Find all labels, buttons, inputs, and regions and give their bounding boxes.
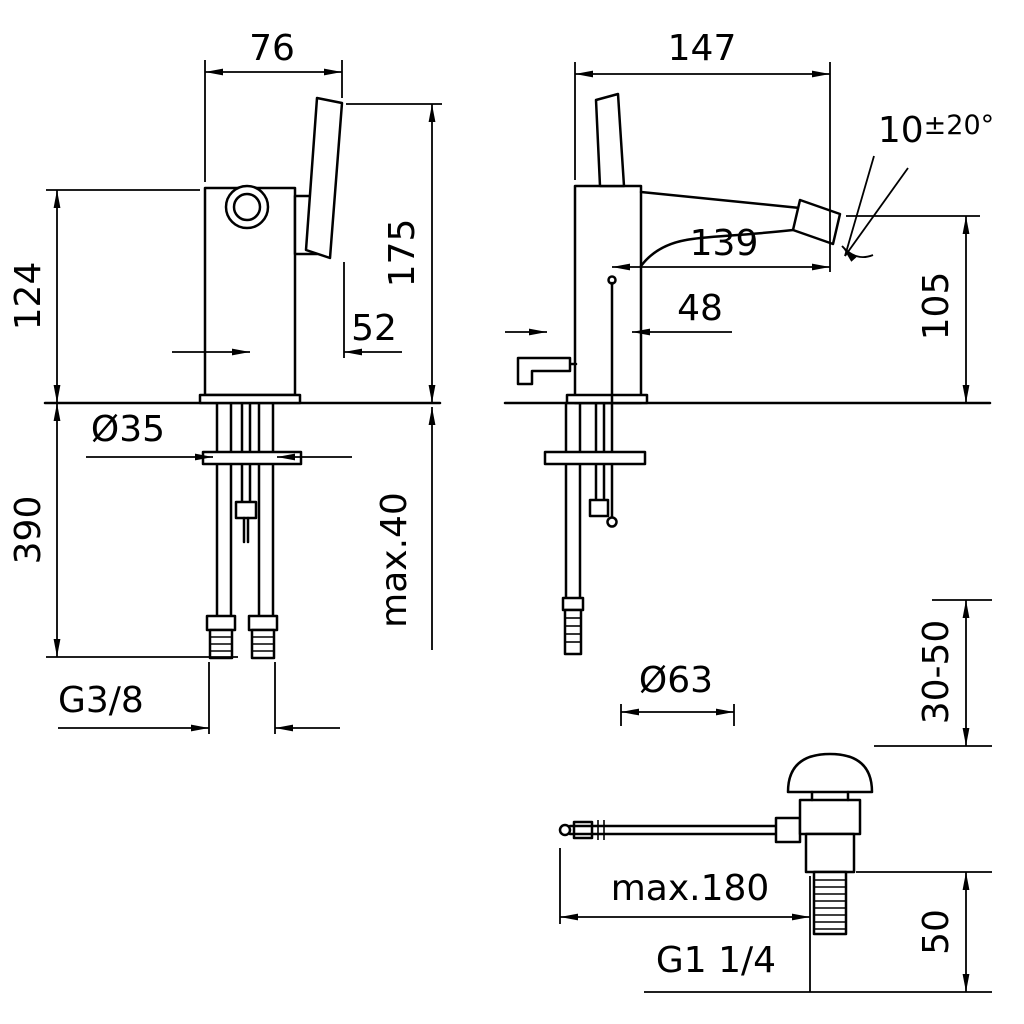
dim-width-76: 76: [204, 28, 343, 182]
dim-label-390: 390: [8, 496, 49, 565]
dim-angle: 10±20°: [841, 110, 994, 262]
dim-label-105: 105: [916, 272, 957, 341]
dim-label-g38: G3/8: [58, 680, 144, 721]
dim-label-76: 76: [249, 28, 295, 69]
waste-body: [786, 752, 874, 936]
rod-pivot-boss: [774, 816, 802, 844]
dim-deck-max40: max.40: [374, 407, 436, 650]
mounting-nut: [234, 500, 258, 520]
base-flange-front: [198, 393, 302, 405]
waste-rod: [558, 816, 802, 844]
front-view: 76 175 124 390 52: [8, 28, 442, 734]
dim-height-124: 124: [8, 189, 200, 403]
base-flange-side: [565, 393, 649, 405]
aerator-tip: [791, 198, 842, 246]
angle-tolerance: ±20°: [924, 110, 994, 141]
dim-label-angle: 10±20°: [878, 110, 994, 151]
angle-value: 10: [878, 110, 924, 151]
lever-handle-side: [594, 92, 626, 188]
dim-label-o35: Ø35: [91, 409, 165, 450]
dim-height-175: 175: [346, 103, 442, 403]
dim-label-139: 139: [690, 223, 759, 264]
side-view: 147 139 48 10±20° 105: [503, 28, 994, 656]
dim-length-50: 50: [644, 871, 992, 993]
dim-depth-147: 147: [574, 28, 831, 272]
popup-rod: [606, 275, 618, 528]
dim-label-3050: 30-50: [916, 620, 957, 725]
dim-label-max40: max.40: [374, 492, 415, 628]
dim-rod-max180: max.180: [559, 848, 811, 992]
dim-label-48: 48: [677, 288, 723, 329]
dim-reach-139: 139: [612, 223, 830, 271]
knob-inner: [232, 192, 262, 222]
dim-height-105: 105: [846, 215, 980, 403]
dim-plug-diameter-63: Ø63: [620, 660, 735, 726]
mounting-plate-side: [543, 450, 647, 466]
dim-label-50: 50: [916, 909, 957, 955]
dim-below-390: 390: [8, 403, 238, 658]
waste-tailpiece: [812, 870, 848, 936]
dim-reach-52: 52: [172, 262, 402, 358]
spout: [639, 190, 842, 268]
dim-label-124: 124: [8, 262, 49, 331]
drain-view: Ø63 30-50 max.180 50 G1 1/4: [558, 599, 992, 993]
mounting-nut-side: [588, 498, 610, 518]
dim-label-g114: G1 1/4: [656, 940, 776, 981]
dim-label-147: 147: [668, 28, 737, 69]
popup-actuator: [516, 356, 578, 386]
supply-hoses: [215, 401, 275, 618]
dim-thread-g38: G3/8: [58, 662, 340, 734]
dim-range-3050: 30-50: [874, 599, 992, 747]
dim-thread-g114: G1 1/4: [656, 940, 776, 981]
dim-offset-48: 48: [505, 288, 732, 336]
waste-dome-cap: [786, 752, 874, 794]
mounting-plate-front: [201, 450, 303, 466]
dim-hole-diameter-35: Ø35: [86, 409, 352, 461]
lever-handle-front: [304, 96, 344, 260]
faucet-body-side: [573, 184, 643, 405]
hose-fittings: [205, 614, 279, 660]
dim-label-max180: max.180: [611, 868, 770, 909]
side-below-deck: [561, 401, 610, 656]
dim-label-175: 175: [382, 219, 423, 288]
dim-label-52: 52: [351, 308, 397, 349]
dim-label-o63: Ø63: [639, 660, 713, 701]
